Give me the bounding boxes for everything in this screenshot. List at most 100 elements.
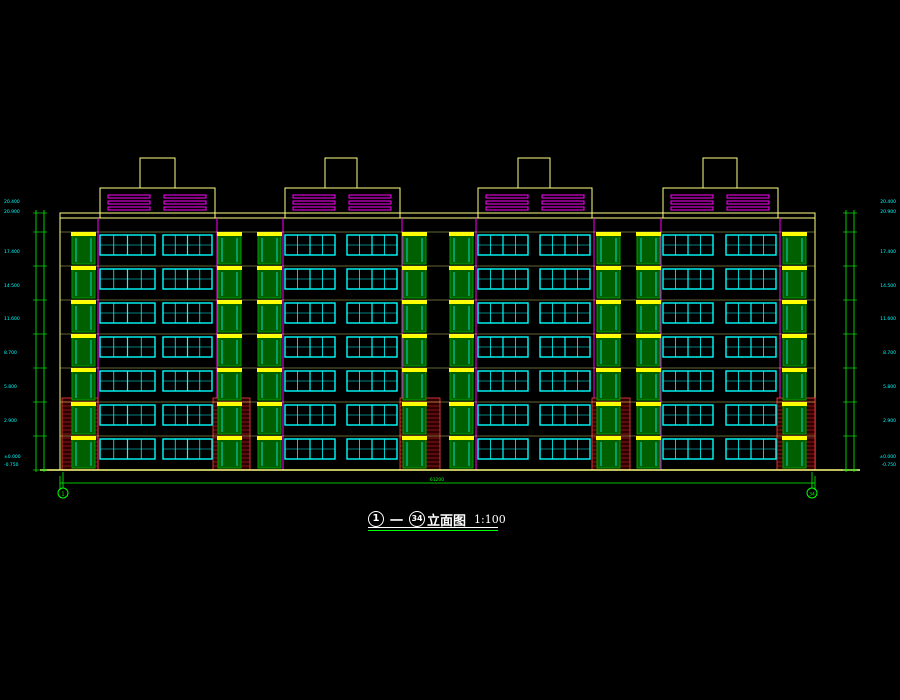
balcony-slab bbox=[71, 300, 96, 304]
roof-vent-l-3 bbox=[670, 194, 714, 199]
balcony bbox=[782, 437, 807, 469]
balcony-slab bbox=[449, 436, 474, 440]
axis-start-bubble: 1 bbox=[368, 511, 384, 527]
balcony bbox=[71, 335, 96, 367]
balcony-slab bbox=[636, 300, 661, 304]
balcony-slab bbox=[257, 334, 282, 338]
balcony bbox=[636, 301, 661, 333]
balcony-slab bbox=[782, 368, 807, 372]
level-label-left: 8.700 bbox=[4, 350, 17, 356]
balcony bbox=[596, 369, 621, 401]
balcony-slab bbox=[449, 368, 474, 372]
roof-vent-l-0 bbox=[107, 206, 151, 211]
balcony bbox=[71, 267, 96, 299]
balcony bbox=[449, 437, 474, 469]
balcony-slab bbox=[449, 402, 474, 406]
title-scale: 1:100 bbox=[474, 512, 506, 526]
balcony-slab bbox=[217, 402, 242, 406]
title-dash: 一 bbox=[390, 513, 404, 529]
balcony-slab bbox=[217, 368, 242, 372]
level-label-left: 20.400 bbox=[4, 199, 20, 205]
balcony-slab bbox=[257, 300, 282, 304]
level-label-right: 20.400 bbox=[880, 199, 896, 205]
balcony bbox=[636, 369, 661, 401]
balcony-slab bbox=[402, 436, 427, 440]
roof-vent-r-0 bbox=[163, 200, 207, 205]
balcony-slab bbox=[782, 266, 807, 270]
balcony bbox=[596, 335, 621, 367]
level-label-right: 5.800 bbox=[883, 384, 896, 390]
level-label-right: 20.900 bbox=[880, 209, 896, 215]
roof-vent-l-1 bbox=[292, 194, 336, 199]
balcony bbox=[217, 369, 242, 401]
balcony bbox=[596, 403, 621, 435]
balcony bbox=[217, 335, 242, 367]
balcony-slab bbox=[449, 232, 474, 236]
roof-vent-l-0 bbox=[107, 200, 151, 205]
level-label-left: -0.750 bbox=[4, 462, 19, 468]
balcony bbox=[596, 267, 621, 299]
stair-tower-0 bbox=[139, 157, 176, 189]
balcony-slab bbox=[257, 266, 282, 270]
balcony-slab bbox=[596, 266, 621, 270]
balcony bbox=[402, 233, 427, 265]
balcony-slab bbox=[217, 436, 242, 440]
balcony-slab bbox=[782, 232, 807, 236]
balcony-slab bbox=[402, 232, 427, 236]
roof-vent-l-2 bbox=[485, 206, 529, 211]
balcony-slab bbox=[71, 402, 96, 406]
balcony-slab bbox=[257, 368, 282, 372]
balcony bbox=[402, 301, 427, 333]
balcony-slab bbox=[782, 334, 807, 338]
balcony bbox=[257, 403, 282, 435]
balcony bbox=[257, 233, 282, 265]
balcony bbox=[402, 267, 427, 299]
axis-bubble-right bbox=[806, 487, 818, 499]
balcony-slab bbox=[217, 334, 242, 338]
roof-vent-l-3 bbox=[670, 206, 714, 211]
balcony bbox=[636, 233, 661, 265]
roof-vent-r-2 bbox=[541, 194, 585, 199]
balcony bbox=[782, 335, 807, 367]
balcony-slab bbox=[257, 436, 282, 440]
balcony bbox=[71, 369, 96, 401]
level-label-left: 11.600 bbox=[4, 316, 20, 322]
balcony bbox=[402, 335, 427, 367]
balcony bbox=[71, 403, 96, 435]
level-label-right: ±0.000 bbox=[879, 454, 896, 460]
balcony-slab bbox=[636, 232, 661, 236]
balcony bbox=[636, 403, 661, 435]
balcony-slab bbox=[402, 266, 427, 270]
title-underline bbox=[368, 527, 498, 528]
roof-vent-l-2 bbox=[485, 200, 529, 205]
balcony bbox=[217, 233, 242, 265]
axis-label-right: 34 bbox=[809, 492, 815, 498]
roof-vent-r-1 bbox=[348, 194, 392, 199]
balcony bbox=[782, 403, 807, 435]
roof-vent-r-3 bbox=[726, 200, 770, 205]
level-label-right: 14.500 bbox=[880, 283, 896, 289]
balcony bbox=[217, 301, 242, 333]
balcony-slab bbox=[636, 334, 661, 338]
balcony-slab bbox=[71, 232, 96, 236]
roof-vent-r-0 bbox=[163, 206, 207, 211]
balcony bbox=[402, 437, 427, 469]
balcony bbox=[402, 369, 427, 401]
balcony-slab bbox=[596, 436, 621, 440]
stair-tower-2 bbox=[517, 157, 551, 189]
level-label-right: 11.600 bbox=[880, 316, 896, 322]
balcony-slab bbox=[449, 266, 474, 270]
level-label-left: 20.900 bbox=[4, 209, 20, 215]
balcony-slab bbox=[636, 436, 661, 440]
level-label-left: 2.900 bbox=[4, 418, 17, 424]
axis-end-bubble: 34 bbox=[409, 511, 426, 527]
balcony bbox=[402, 403, 427, 435]
balcony bbox=[596, 437, 621, 469]
balcony bbox=[449, 369, 474, 401]
axis-label-left: 1 bbox=[61, 492, 64, 498]
balcony-slab bbox=[596, 232, 621, 236]
roof-vent-r-1 bbox=[348, 200, 392, 205]
balcony bbox=[257, 369, 282, 401]
balcony-slab bbox=[257, 232, 282, 236]
